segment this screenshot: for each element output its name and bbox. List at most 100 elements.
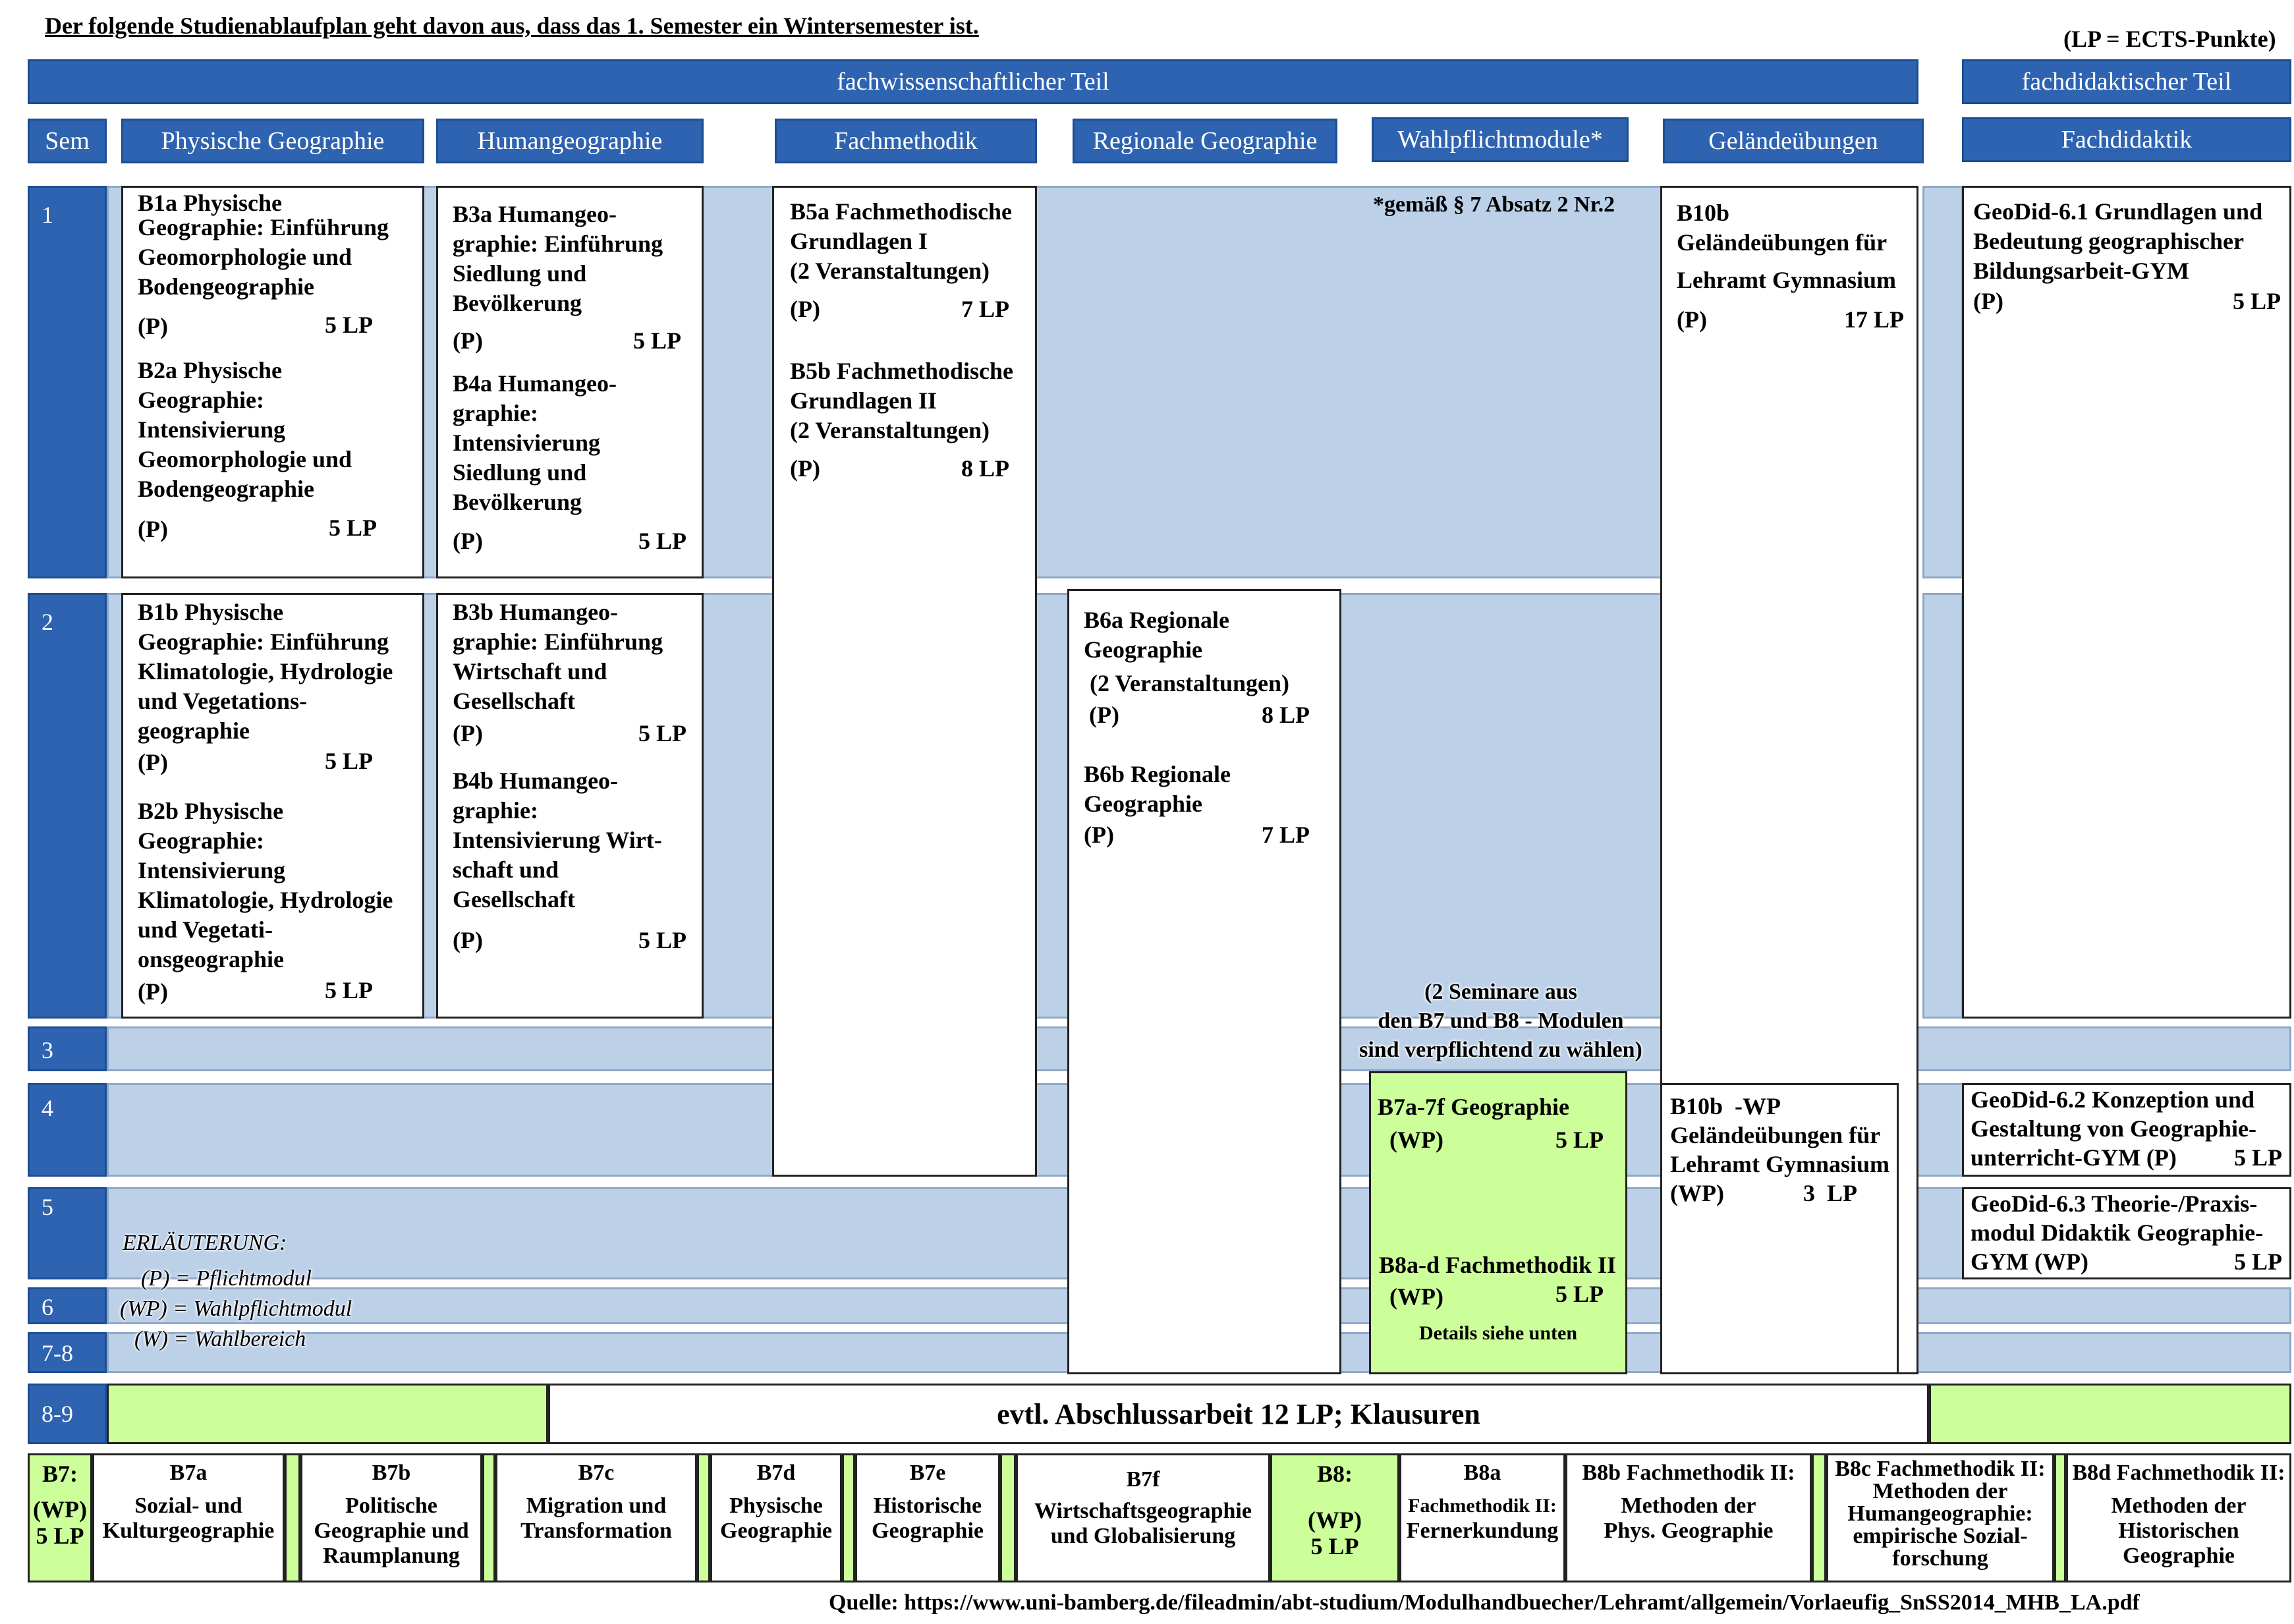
- b6b-line-1: B6b Regionale: [1084, 761, 1231, 787]
- b5a-lp: 7 LP: [961, 296, 1010, 322]
- b5b-line-3: (2 Veranstaltungen): [790, 417, 990, 443]
- sep-b7d-b7e: [842, 1453, 855, 1582]
- b7c-line-2: Migration und: [526, 1494, 667, 1518]
- b7b-line-1: B7b: [372, 1461, 411, 1485]
- b10b-wp-line-1: B10b -WP: [1670, 1093, 1781, 1119]
- sep-b7a-b7b: [285, 1453, 300, 1582]
- b4b-line-5: Gesellschaft: [453, 886, 575, 912]
- b1a-line-3: Geomorphologie und: [138, 244, 352, 270]
- b2b-line-3: Intensivierung: [138, 857, 286, 883]
- sem-2: 2: [28, 593, 107, 1019]
- geodid61-line-2: Bedeutung geographischer: [1973, 228, 2245, 254]
- sep-b7b-b7c: [482, 1453, 495, 1582]
- b2a-line-5: Bodengeographie: [138, 476, 315, 502]
- b7e-line-1: B7e: [909, 1461, 946, 1485]
- b4a-line-3: Intensivierung: [453, 430, 601, 456]
- b8c-line-4: empirische Sozial-: [1853, 1524, 2028, 1548]
- b4a-lp: 5 LP: [638, 528, 687, 554]
- b4a-line-5: Bevölkerung: [453, 489, 582, 515]
- geodid62-line-2: Gestaltung von Geographie-: [1971, 1115, 2257, 1142]
- b6b-line-2: Geographie: [1084, 791, 1202, 817]
- b10b-wp-line-3: Lehramt Gymnasium: [1670, 1151, 1889, 1177]
- b7-label: B7:: [42, 1461, 78, 1487]
- box-b1b-b2b: B1b Physische Geographie: Einführung Kli…: [121, 593, 424, 1019]
- b5a-line-1: B5a Fachmethodische: [790, 198, 1012, 225]
- final-row-abschlussarbeit: evtl. Abschlussarbeit 12 LP; Klausuren: [548, 1384, 1929, 1444]
- b8-label: B8:: [1317, 1461, 1353, 1487]
- geodid61-line-3: Bildungsarbeit-GYM: [1973, 258, 2190, 284]
- b3b-lp: 5 LP: [638, 720, 687, 746]
- geodid62-line-1: GeoDid-6.2 Konzeption und: [1971, 1086, 2255, 1113]
- b7e-line-2: Historische: [873, 1494, 982, 1518]
- b3b-line-1: B3b Humangeo-: [453, 599, 619, 625]
- b8b-line-2: Methoden der: [1621, 1494, 1756, 1518]
- sem-1: 1: [28, 186, 107, 578]
- b8ad-label: B8a-d Fachmethodik II: [1379, 1252, 1617, 1278]
- geodid63-lp: 5 LP: [2234, 1248, 2283, 1275]
- legend-w: (W) = Wahlbereich: [134, 1327, 306, 1351]
- geodid62-lp: 5 LP: [2234, 1144, 2283, 1171]
- box-b10b-wp: B10b -WP Geländeübungen für Lehramt Gymn…: [1660, 1083, 1899, 1374]
- b7b-line-3: Geographie und: [314, 1519, 469, 1543]
- b2a-line-3: Intensivierung: [138, 416, 286, 443]
- geodid63-line-2: modul Didaktik Geographie-: [1971, 1219, 2264, 1246]
- b6a-line-1: B6a Regionale: [1084, 607, 1229, 633]
- header-fachdidaktisch: fachdidaktischer Teil: [1962, 59, 2291, 104]
- sep-b8c-b8d: [2054, 1453, 2066, 1582]
- b1b-p: (P): [138, 749, 168, 775]
- box-b5: B5a Fachmethodische Grundlagen I (2 Vera…: [772, 186, 1037, 1177]
- box-b1a-b2a: B1a Physische Geographie: Einführung Geo…: [121, 186, 424, 578]
- cell-b7e: B7e Historische Geographie: [855, 1453, 1000, 1582]
- b1a-line-4: Bodengeographie: [138, 273, 315, 300]
- box-geodid-6-1: GeoDid-6.1 Grundlagen und Bedeutung geog…: [1962, 186, 2291, 1019]
- b2b-line-2: Geographie:: [138, 827, 264, 854]
- cell-b7a: B7a Sozial- und Kulturgeographie: [92, 1453, 285, 1582]
- box-b3b-b4b: B3b Humangeo- graphie: Einführung Wirtsc…: [436, 593, 704, 1019]
- b8b-line-1: B8b Fachmethodik II:: [1582, 1461, 1795, 1485]
- b4a-p: (P): [453, 528, 483, 554]
- header-sem: Sem: [28, 119, 107, 163]
- geodid63-line-3: GYM (WP): [1971, 1248, 2088, 1275]
- legend-wp: (WP) = Wahlpflichtmodul: [120, 1297, 352, 1321]
- sep-b8b-b8c: [1812, 1453, 1826, 1582]
- b5b-line-1: B5b Fachmethodische: [790, 358, 1014, 384]
- b7af-wp: (WP): [1389, 1127, 1443, 1153]
- b4a-line-2: graphie:: [453, 400, 538, 426]
- b8ad-lp: 5 LP: [1555, 1281, 1604, 1307]
- b3b-line-2: graphie: Einführung: [453, 629, 663, 655]
- header-fachwissenschaftlich: fachwissenschaftlicher Teil: [28, 59, 1918, 104]
- box-b6: B6a Regionale Geographie (2 Veranstaltun…: [1067, 589, 1341, 1374]
- cell-b8d: B8d Fachmethodik II: Methoden der Histor…: [2066, 1453, 2291, 1582]
- b8-label-cell: B8: (WP) 5 LP: [1270, 1453, 1399, 1582]
- b7-lp: 5 LP: [36, 1523, 84, 1549]
- b8a-line-1: B8a: [1463, 1461, 1501, 1485]
- b1b-line-1: B1b Physische: [138, 599, 284, 625]
- cell-b8b: B8b Fachmethodik II: Methoden der Phys. …: [1565, 1453, 1812, 1582]
- b8c-line-3: Humangeographie:: [1847, 1501, 2033, 1526]
- sem-4: 4: [28, 1083, 107, 1177]
- b3a-p: (P): [453, 327, 483, 354]
- b7-wp: (WP): [33, 1496, 87, 1523]
- b7f-line-2: Wirtschaftsgeographie: [1034, 1499, 1252, 1523]
- b8c-line-1: B8c Fachmethodik II:: [1835, 1457, 2046, 1481]
- b4a-line-1: B4a Humangeo-: [453, 370, 617, 397]
- sep-b7e-b7f: [1000, 1453, 1016, 1582]
- box-geodid-6-3: GeoDid-6.3 Theorie-/Praxis- modul Didakt…: [1962, 1187, 2291, 1279]
- b7b-line-2: Politische: [345, 1494, 437, 1518]
- b8b-line-3: Phys. Geographie: [1604, 1519, 1774, 1543]
- seminar-note-line-1: (2 Seminare aus: [1424, 980, 1577, 1004]
- band-sem-2-did: [1922, 593, 1963, 1019]
- header-gelaendeuebungen: Geländeübungen: [1663, 119, 1924, 163]
- b7af-label: B7a-7f Geographie: [1378, 1094, 1569, 1120]
- cell-b8c: B8c Fachmethodik II: Methoden der Humang…: [1826, 1453, 2054, 1582]
- b8a-line-2: Fachmethodik II:: [1408, 1495, 1557, 1517]
- b2a-line-2: Geographie:: [138, 387, 264, 413]
- seminar-note-line-3: sind verpflichtend zu wählen): [1359, 1038, 1642, 1062]
- b3a-line-4: Bevölkerung: [453, 290, 582, 316]
- header-humangeographie: Humangeographie: [436, 119, 704, 163]
- header-fachmethodik: Fachmethodik: [775, 119, 1037, 163]
- b3a-line-3: Siedlung und: [453, 260, 587, 287]
- sem-3: 3: [28, 1026, 107, 1071]
- sem-7-8: 7-8: [28, 1332, 107, 1373]
- band-sem-1-did: [1922, 186, 1963, 578]
